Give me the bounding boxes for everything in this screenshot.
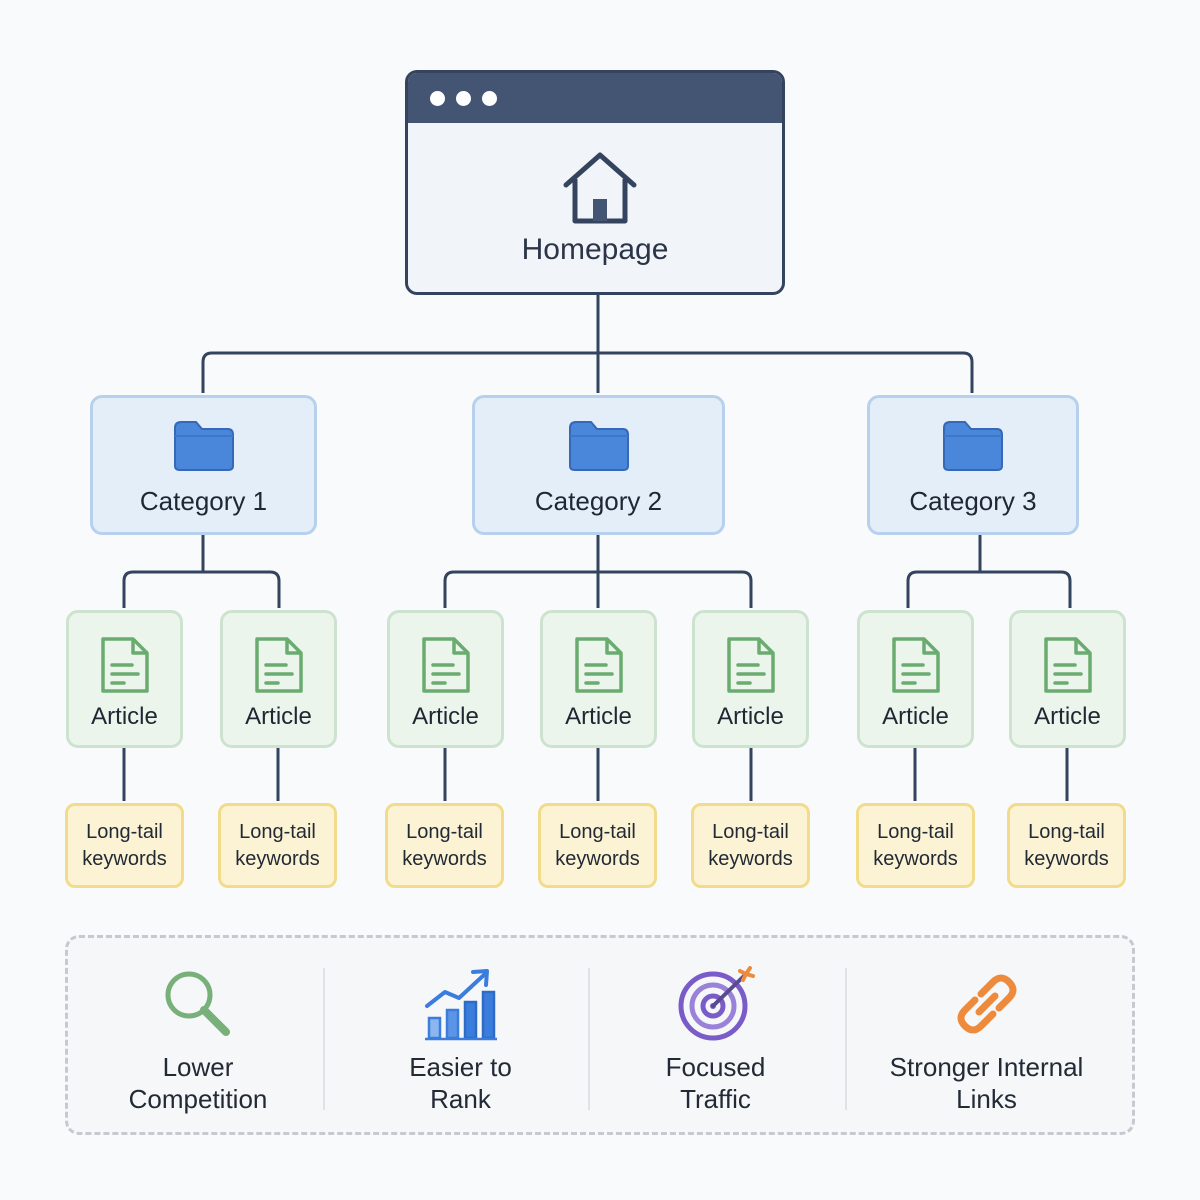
- article-label: Article: [1034, 703, 1101, 730]
- article-label: Article: [412, 703, 479, 730]
- article-label: Article: [565, 703, 632, 730]
- category-label: Category 1: [139, 486, 268, 516]
- keyword-node: Long-tail keywords: [65, 803, 184, 888]
- panel-divider: [323, 968, 325, 1110]
- keyword-node: Long-tail keywords: [218, 803, 337, 888]
- homepage-label: Homepage: [521, 233, 669, 266]
- browser-titlebar: [408, 73, 782, 123]
- window-dot-icon: [430, 90, 445, 106]
- panel-divider: [588, 968, 590, 1110]
- keyword-label: Long-tail keywords: [82, 820, 167, 870]
- keyword-node: Long-tail keywords: [1007, 803, 1126, 888]
- benefits-panel: Lower Competition Easier to Rank: [65, 935, 1135, 1135]
- article-label: Article: [717, 703, 784, 730]
- benefit-label: Lower Competition: [128, 1052, 268, 1114]
- document-icon: [1043, 637, 1092, 693]
- keyword-label: Long-tail keywords: [1024, 820, 1109, 870]
- category-node: Category 3: [867, 395, 1079, 535]
- keyword-label: Long-tail keywords: [555, 820, 640, 870]
- article-label: Article: [245, 703, 312, 730]
- category-label: Category 3: [909, 486, 1037, 516]
- panel-divider: [845, 968, 847, 1110]
- category-node: Category 1: [90, 395, 317, 535]
- keyword-node: Long-tail keywords: [856, 803, 975, 888]
- document-icon: [100, 637, 149, 693]
- benefit-label: Focused Traffic: [665, 1052, 766, 1114]
- document-icon: [726, 637, 775, 693]
- keyword-label: Long-tail keywords: [402, 820, 487, 870]
- category-label: Category 2: [534, 486, 663, 516]
- article-label: Article: [91, 703, 158, 730]
- keyword-label: Long-tail keywords: [708, 820, 793, 870]
- keyword-label: Long-tail keywords: [235, 820, 320, 870]
- keyword-label: Long-tail keywords: [873, 820, 958, 870]
- home-icon: [563, 152, 637, 224]
- article-node: Article: [220, 610, 337, 748]
- document-icon: [254, 637, 303, 693]
- article-node: Article: [1009, 610, 1126, 748]
- category-node: Category 2: [472, 395, 725, 535]
- article-node: Article: [692, 610, 809, 748]
- benefit-focused-traffic: Focused Traffic: [593, 938, 838, 1138]
- folder-icon: [568, 421, 629, 471]
- article-node: Article: [66, 610, 183, 748]
- homepage-node: Homepage: [405, 70, 785, 295]
- benefit-label: Easier to Rank: [409, 1052, 512, 1114]
- benefit-lower-competition: Lower Competition: [68, 938, 328, 1138]
- document-icon: [421, 637, 470, 693]
- folder-icon: [943, 421, 1003, 471]
- window-dot-icon: [456, 90, 471, 106]
- link-icon: [957, 974, 1016, 1034]
- document-icon: [574, 637, 623, 693]
- window-dot-icon: [482, 90, 497, 106]
- target-icon: [678, 966, 755, 1041]
- keyword-node: Long-tail keywords: [691, 803, 810, 888]
- benefit-label: Stronger Internal Links: [889, 1052, 1084, 1114]
- article-node: Article: [857, 610, 974, 748]
- benefit-stronger-internal-links: Stronger Internal Links: [848, 938, 1125, 1138]
- article-node: Article: [387, 610, 504, 748]
- document-icon: [891, 637, 940, 693]
- magnifier-icon: [165, 971, 230, 1036]
- keyword-node: Long-tail keywords: [385, 803, 504, 888]
- benefit-easier-to-rank: Easier to Rank: [333, 938, 588, 1138]
- article-node: Article: [540, 610, 657, 748]
- growth-chart-icon: [424, 969, 497, 1041]
- article-label: Article: [882, 703, 949, 730]
- folder-icon: [173, 421, 234, 471]
- keyword-node: Long-tail keywords: [538, 803, 657, 888]
